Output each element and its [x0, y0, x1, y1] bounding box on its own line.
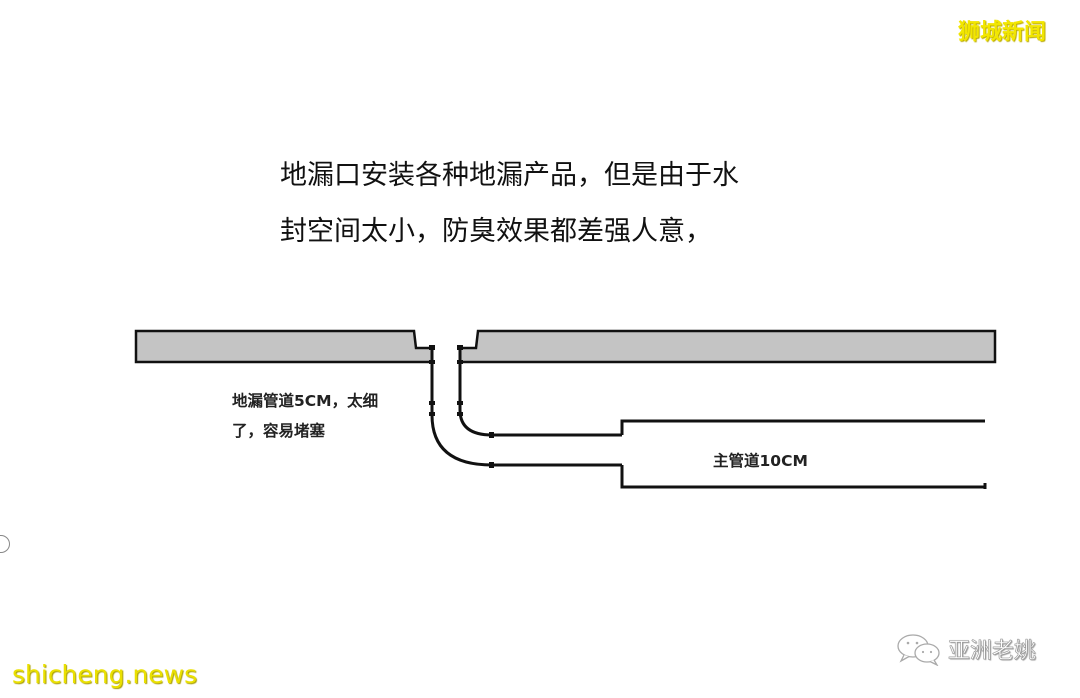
watermark-bottom-right: 亚洲老姚 [896, 632, 1036, 666]
headline-line-1: 地漏口安装各种地漏产品，但是由于水 [280, 160, 739, 191]
watermark-bottom-left: shicheng.news [12, 660, 198, 689]
wechat-icon [897, 634, 940, 666]
main-pipe-label: 主管道10CM [713, 452, 808, 470]
main-pipe-top-wall [620, 419, 985, 435]
watermark-account-name: 亚洲老姚 [948, 639, 1037, 665]
watermark-top-right: 狮城新闻 [958, 20, 1047, 45]
headline-text: 地漏口安装各种地漏产品，但是由于水 封空间太小，防臭效果都差强人意， [280, 148, 840, 260]
branch-pipe-label: 地漏管道5CM，太细 了，容易堵塞 [232, 386, 432, 446]
main-pipe-bottom-wall [620, 465, 985, 489]
branch-pipe-outer-wall [430, 348, 622, 467]
branch-pipe-label-line-2: 了，容易堵塞 [232, 422, 326, 440]
headline-line-2: 封空间太小，防臭效果都差强人意， [280, 216, 712, 247]
branch-pipe-label-line-1: 地漏管道5CM，太细 [232, 392, 379, 410]
floor-slab-left [134, 329, 434, 364]
floor-slab-right [458, 329, 997, 364]
joint-markers [429, 345, 494, 468]
